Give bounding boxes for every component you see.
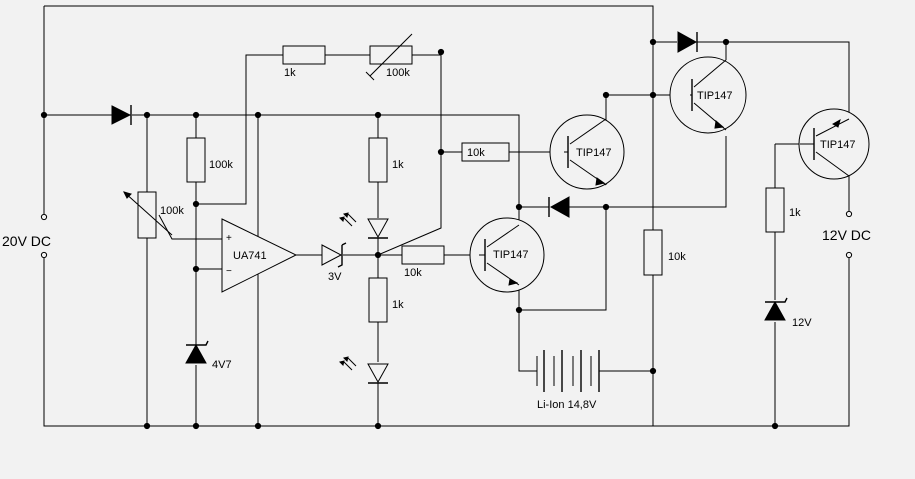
transistor-middle-label: TIP147 (576, 147, 611, 159)
resistor-1k-zener: 1k (765, 187, 801, 233)
junction-dot (771, 422, 779, 430)
battery-li-ion: Li-Ion 14,8V (536, 350, 607, 411)
input-terminals: 20V DC (2, 213, 51, 259)
resistor-base-10k-top: 10k (461, 142, 510, 162)
junction-dot (437, 148, 445, 156)
resistor-base-10k-mid: 10k (401, 245, 445, 279)
resistor-led-upper-1k: 1k (368, 137, 404, 183)
junction-dots (40, 38, 779, 430)
battery-label: Li-Ion 14,8V (537, 399, 597, 411)
output-terminal-plus (845, 210, 853, 218)
junction-dot (515, 306, 523, 314)
junction-dot (602, 203, 610, 211)
potentiometer-100k-label: 100k (160, 205, 184, 217)
junction-dot (649, 91, 657, 99)
junction-dot (437, 48, 445, 56)
junction-dot (254, 422, 262, 430)
transistor-lower: TIP147 (469, 217, 545, 293)
trimmer-top-100k-label: 100k (386, 67, 410, 79)
output-voltage-label: 12V DC (822, 227, 871, 243)
opamp-plus-pin: + (226, 233, 232, 244)
junction-dot (192, 422, 200, 430)
resistor-top-1k: 1k (282, 45, 326, 79)
zener-3v: 3V (321, 242, 347, 283)
transistor-upper: TIP147 (669, 56, 747, 134)
resistor-10k-right-label: 10k (668, 251, 686, 263)
zener-12v: 12V (764, 297, 812, 329)
resistor-10k-right: 10k (643, 229, 686, 276)
resistor-base-10k-top-label: 10k (467, 147, 485, 159)
junction-dot (192, 200, 200, 208)
series-output-diode (677, 31, 698, 53)
output-terminals: 12V DC (822, 210, 871, 259)
resistor-led-upper-label: 1k (392, 159, 404, 171)
junction-dot (649, 38, 657, 46)
opamp-label: UA741 (233, 250, 267, 262)
zener-4v7-label: 4V7 (212, 359, 232, 371)
zener-12v-label: 12V (792, 317, 812, 329)
transistor-lower-label: TIP147 (493, 249, 528, 261)
resistor-100k: 100k (186, 137, 233, 183)
resistor-base-10k-mid-label: 10k (404, 267, 422, 279)
trimmer-top-100k: 100k (365, 33, 413, 81)
junction-dot (40, 111, 48, 119)
resistor-top-1k-label: 1k (284, 67, 296, 79)
potentiometer-100k: 100k (123, 191, 184, 239)
zener-3v-label: 3V (328, 271, 342, 283)
junction-dot (374, 251, 382, 259)
junction-dot (515, 203, 523, 211)
zener-4v7: 4V7 (185, 340, 232, 371)
junction-dot (143, 422, 151, 430)
input-terminal-plus (40, 213, 48, 221)
led-lower (339, 356, 389, 384)
junction-dot (722, 38, 730, 46)
input-diode (111, 105, 132, 125)
input-terminal-minus (40, 251, 48, 259)
transistor-upper-label: TIP147 (697, 90, 732, 102)
output-terminal-minus (845, 251, 853, 259)
junction-dot (374, 111, 382, 119)
resistor-1k-zener-label: 1k (789, 207, 801, 219)
opamp-minus-pin: − (226, 266, 232, 277)
transistor-middle: TIP147 (549, 114, 625, 190)
input-voltage-label: 20V DC (2, 233, 51, 249)
transistor-right-label: TIP147 (820, 139, 855, 151)
junction-dot (254, 111, 262, 119)
led-upper (339, 212, 389, 239)
opamp-ua741: + − UA741 (221, 218, 298, 293)
junction-dot (374, 422, 382, 430)
feedback-diode (548, 196, 570, 218)
junction-dot (192, 111, 200, 119)
junction-dot (143, 111, 151, 119)
junction-dot (192, 265, 200, 273)
resistor-100k-label: 100k (209, 159, 233, 171)
resistor-led-lower-1k: 1k (368, 277, 404, 323)
junction-dot (602, 91, 610, 99)
resistor-led-lower-label: 1k (392, 299, 404, 311)
junction-dot (649, 367, 657, 375)
transistor-right: TIP147 (798, 108, 870, 180)
